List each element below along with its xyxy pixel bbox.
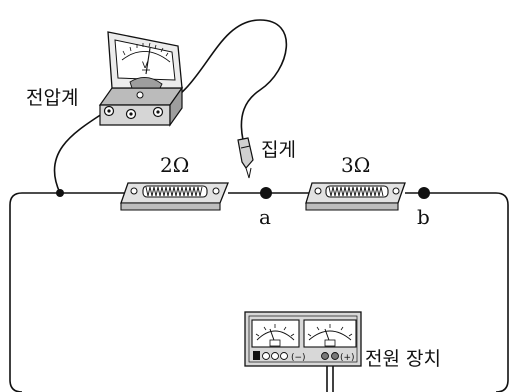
resistor-2ohm [120, 182, 229, 211]
resistor-3ohm-label: 3Ω [341, 153, 370, 177]
point-b-dot [418, 187, 430, 199]
resistor-2ohm-label: 2Ω [160, 153, 189, 177]
voltmeter-unit-label: V [142, 61, 149, 71]
voltmeter-label: 전압계 [26, 87, 78, 109]
plus-terminal-label: (+) [340, 353, 355, 363]
resistor-3ohm [305, 182, 406, 211]
minus-terminal-label: (−) [291, 353, 306, 363]
minus-terminal [321, 352, 329, 360]
power-supply: (−) (+) [244, 311, 362, 367]
voltmeter: V [98, 31, 184, 127]
probe-label: 집게 [261, 139, 296, 161]
junction-left [56, 189, 64, 197]
probe-clip [237, 137, 254, 179]
point-a-label: a [259, 205, 271, 229]
plus-terminal [331, 352, 339, 360]
point-b-label: b [417, 205, 430, 229]
point-a-dot [260, 187, 272, 199]
power-supply-label: 전원 장치 [365, 348, 441, 370]
